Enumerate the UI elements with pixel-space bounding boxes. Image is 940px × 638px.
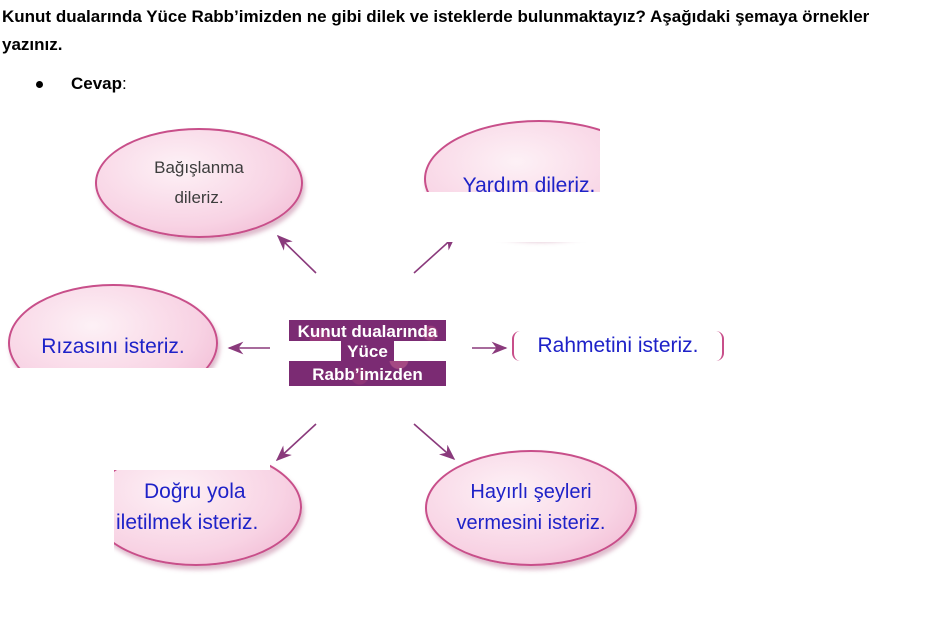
bubble-bottom-right-line1: Hayırlı şeyleri — [470, 481, 592, 503]
bubble-bottom-right: Hayırlı şeyleri vermesini isteriz. — [425, 450, 637, 566]
mask-bottom-left-top — [80, 440, 270, 470]
mask-mid-left — [0, 368, 225, 413]
bubble-top-left-line2: dileriz. — [174, 188, 224, 207]
bubble-mid-left-line1: Rızasını isteriz. — [41, 335, 185, 358]
bubble-top-left: Bağışlanma dileriz. — [95, 128, 303, 238]
answer-label: Cevap — [71, 74, 123, 93]
center-line2: Yüce — [347, 342, 388, 361]
bubble-top-right-line1: Yardım dileriz. — [462, 174, 596, 197]
answer-colon: : — [122, 74, 127, 93]
center-line1: Kunut dualarında — [297, 322, 438, 341]
mask-top-right-bottom — [420, 192, 680, 242]
question-text: Kunut dualarında Yüce Rabb’imizden ne gi… — [2, 7, 870, 54]
bullet-icon — [36, 80, 43, 88]
bubble-mid-right: Rahmetini isteriz. — [512, 331, 724, 361]
arrow-bottom-right — [413, 423, 456, 461]
center-line3: Rabb’imizden — [312, 365, 423, 384]
answer-row: Cevap: — [36, 74, 127, 94]
bubble-mid-right-line1: Rahmetini isteriz. — [537, 334, 699, 357]
bubble-top-left-line1: Bağışlanma — [154, 158, 244, 177]
arrow-top-right — [413, 234, 457, 274]
bubble-bottom-right-line2: vermesini isteriz. — [456, 512, 606, 534]
arrow-top-left — [276, 234, 317, 274]
center-box: Kunut dualarında Yüce Rabb’imizden — [289, 320, 446, 386]
bubble-bottom-left-line2: iletilmek isteriz. — [116, 511, 259, 534]
bubble-bottom-left-line1: Doğru yola — [144, 480, 246, 503]
arrow-bottom-left — [275, 423, 317, 462]
